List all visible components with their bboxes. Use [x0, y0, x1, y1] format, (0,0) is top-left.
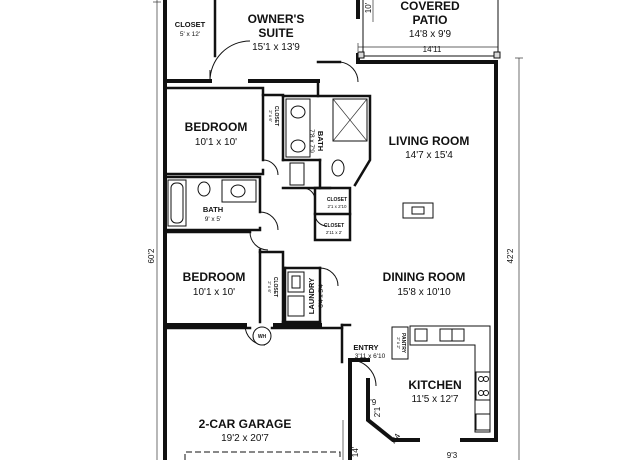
bath-master-name: BATH — [316, 131, 325, 151]
dim-nook-a: 3'9 — [366, 398, 377, 407]
laundry-dim: 6'4 x 5'4 — [318, 284, 325, 308]
bedroom1-name: BEDROOM — [185, 120, 248, 134]
entry-name: ENTRY — [353, 343, 378, 352]
garage-name: 2-CAR GARAGE — [199, 417, 292, 431]
sink-icon — [290, 105, 306, 119]
closet-hall2-name: CLOSET — [324, 223, 344, 229]
closet-hall1-dim: 2'1 x 2'10 — [328, 204, 347, 209]
pantry-name: PANTRY — [400, 333, 406, 354]
toilet-icon — [197, 181, 211, 197]
sink-icon — [230, 184, 246, 198]
toilet-icon — [331, 159, 345, 177]
room-labels: CLOSET 5' x 12' OWNER'S SUITE 15'1 x 13'… — [175, 0, 470, 444]
closet-top-name: CLOSET — [175, 20, 206, 29]
bath2-fixtures — [167, 179, 257, 227]
laundry-name: LAUNDRY — [307, 278, 316, 314]
owners-suite-name-1: OWNER'S — [248, 12, 305, 26]
dim-living-depth: 42'2 — [506, 248, 515, 263]
patio-dim: 14'8 x 9'9 — [409, 29, 452, 40]
owners-suite-name-2: SUITE — [258, 26, 293, 40]
door-swing-icon — [209, 40, 377, 387]
sink-icon — [290, 139, 306, 153]
owners-suite-dim: 15'1 x 13'9 — [252, 42, 300, 53]
laundry-fixtures — [287, 271, 305, 317]
closet-b2-dim: 2' x 6' — [267, 281, 272, 293]
closet-b2-name: CLOSET — [272, 277, 278, 297]
patio-outline — [357, 0, 501, 59]
kitchen-dim: 11'5 x 12'7 — [411, 394, 458, 405]
island-icon — [402, 202, 434, 219]
bath2-dim: 9' x 5' — [205, 216, 222, 223]
exterior-walls — [163, 0, 498, 460]
water-heater-label: WH — [258, 334, 267, 340]
bedroom2-name: BEDROOM — [183, 270, 246, 284]
dim-nook-b: 2'1 — [373, 406, 382, 417]
dim-patio-width: 14'11 — [423, 45, 442, 54]
closet-b1-dim: 2' x 6' — [268, 110, 273, 122]
entry-dim: 3'11 x 6'10 — [355, 353, 386, 360]
dim-overall-depth: 60'2 — [147, 248, 156, 263]
kitchen-name: KITCHEN — [408, 378, 461, 392]
bath-master-dim: 7'8 x 7'9 — [308, 129, 315, 153]
bath2-name: BATH — [203, 205, 223, 214]
dimension-lines — [153, 0, 523, 460]
dim-garage-side: 14' — [351, 446, 360, 457]
dim-nook-d: 9'3 — [447, 451, 458, 460]
range-icon — [475, 371, 491, 401]
dining-dim: 15'8 x 10'10 — [397, 287, 451, 298]
bedroom2-dim: 10'1 x 10' — [193, 287, 235, 298]
pantry-dim: 2' x 2' — [396, 337, 401, 349]
bedroom1-dim: 10'1 x 10' — [195, 137, 237, 148]
kitchen-fixtures — [409, 325, 491, 433]
closet-b1-name: CLOSET — [273, 106, 279, 126]
patio-name-2: PATIO — [413, 13, 448, 27]
closet-hall1-name: CLOSET — [327, 197, 347, 203]
master-bath-fixtures — [285, 98, 368, 186]
garage-dim: 19'2 x 20'7 — [221, 433, 269, 444]
living-name: LIVING ROOM — [389, 134, 470, 148]
closet-hall2-dim: 2'11 x 2' — [326, 230, 342, 235]
interior-walls — [163, 0, 372, 364]
pantry-box — [391, 326, 409, 360]
dining-name: DINING ROOM — [383, 270, 466, 284]
water-heater-icon — [252, 326, 272, 346]
garage-door — [184, 451, 341, 460]
closet-top-dim: 5' x 12' — [180, 31, 200, 38]
dim-patio-side: 10' — [364, 2, 373, 13]
living-dim: 14'7 x 15'4 — [405, 150, 453, 161]
patio-name-1: COVERED — [400, 0, 460, 13]
